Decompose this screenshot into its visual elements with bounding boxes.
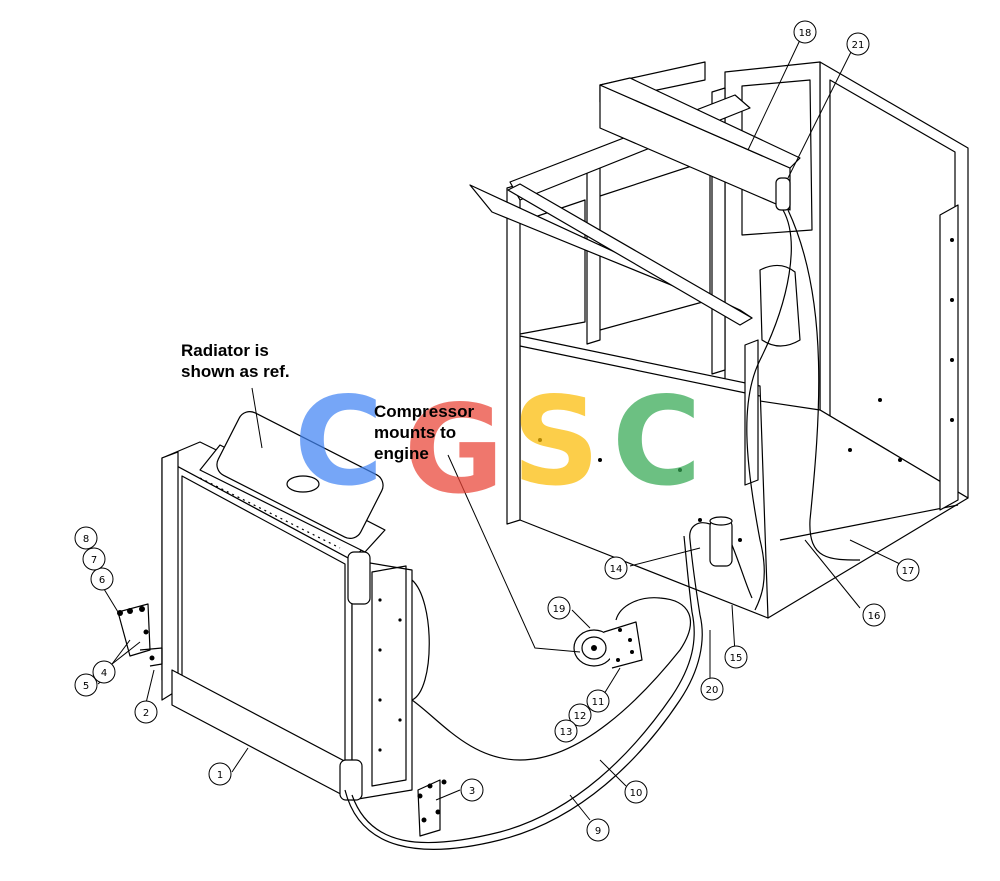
callout-19: 19 (547, 596, 571, 620)
callout-6: 6 (90, 567, 114, 591)
callout-3: 3 (460, 778, 484, 802)
callout-16: 16 (862, 603, 886, 627)
callout-19-label: 19 (553, 604, 566, 615)
callout-17-label: 17 (902, 566, 915, 577)
callout-3-label: 3 (469, 786, 475, 797)
callout-17: 17 (896, 558, 920, 582)
callout-15-label: 15 (730, 653, 743, 664)
callout-12-label: 12 (574, 711, 587, 722)
callout-9: 9 (586, 818, 610, 842)
callout-16-label: 16 (868, 611, 881, 622)
callout-21-label: 21 (852, 40, 865, 51)
refrigerant-hoses (344, 522, 753, 850)
callout-1: 1 (208, 762, 232, 786)
callout-4: 4 (92, 660, 116, 684)
radiator (161, 411, 430, 801)
callout-group: 1 2 3 4 5 6 7 8 9 10 11 12 13 14 15 16 1… (74, 20, 920, 842)
watermark-logo: C G S C (294, 371, 702, 521)
callout-20: 20 (700, 677, 724, 701)
callout-12: 12 (568, 703, 592, 727)
callout-10: 10 (624, 780, 648, 804)
bracket-left (117, 603, 163, 667)
callout-1-label: 1 (217, 770, 223, 781)
cab-frame (469, 61, 969, 619)
callout-4-label: 4 (101, 668, 107, 679)
callout-14: 14 (604, 556, 628, 580)
radiator-note: Radiator is shown as ref. (181, 341, 290, 381)
watermark-letter-1: C (294, 371, 384, 513)
callout-15: 15 (724, 645, 748, 669)
callout-5-label: 5 (83, 681, 89, 692)
callout-8: 8 (74, 526, 98, 550)
callout-5: 5 (74, 673, 98, 697)
callout-8-label: 8 (83, 534, 89, 545)
bracket-right (417, 779, 447, 837)
callout-2-label: 2 (143, 708, 149, 719)
callout-2: 2 (134, 700, 158, 724)
compressor-note: Compressor mounts to engine (374, 402, 475, 463)
callout-21: 21 (846, 32, 870, 56)
callout-14-label: 14 (610, 564, 623, 575)
callout-20-label: 20 (706, 685, 719, 696)
callout-10-label: 10 (630, 788, 643, 799)
watermark-letter-4: C (612, 371, 702, 513)
callout-13-label: 13 (560, 727, 573, 738)
leader-lines (97, 39, 901, 821)
callout-18: 18 (793, 20, 817, 44)
callout-7: 7 (82, 547, 106, 571)
callout-13: 13 (554, 719, 578, 743)
callout-9-label: 9 (595, 826, 601, 837)
callout-6-label: 6 (99, 575, 105, 586)
callout-11-label: 11 (592, 697, 605, 708)
callout-18-label: 18 (799, 28, 812, 39)
compressor (573, 621, 643, 669)
callout-11: 11 (586, 689, 610, 713)
watermark-letter-2: G (404, 379, 504, 521)
watermark-letter-3: S (512, 371, 600, 513)
callout-7-label: 7 (91, 555, 97, 566)
